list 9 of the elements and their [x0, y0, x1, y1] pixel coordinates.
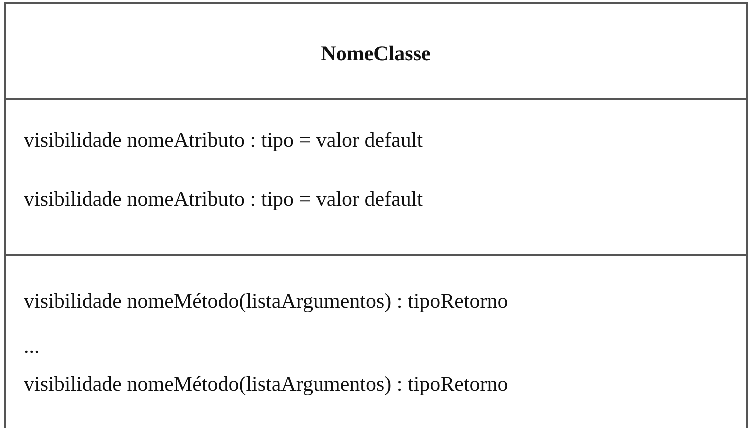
- methods-compartment: [4, 254, 748, 428]
- attribute-line: visibilidade nomeAtributo : tipo = valor default: [24, 130, 424, 151]
- method-line: visibilidade nomeMétodo(listaArgumentos) : tipoRetorno: [24, 291, 508, 312]
- method-line: visibilidade nomeMétodo(listaArgumentos) : tipoRetorno: [24, 374, 508, 395]
- ellipsis: ...: [24, 336, 40, 357]
- attribute-line: visibilidade nomeAtributo : tipo = valor default: [24, 189, 424, 210]
- class-name-compartment: [4, 2, 748, 100]
- class-name: NomeClasse: [321, 44, 431, 64]
- attributes-compartment: [4, 98, 748, 256]
